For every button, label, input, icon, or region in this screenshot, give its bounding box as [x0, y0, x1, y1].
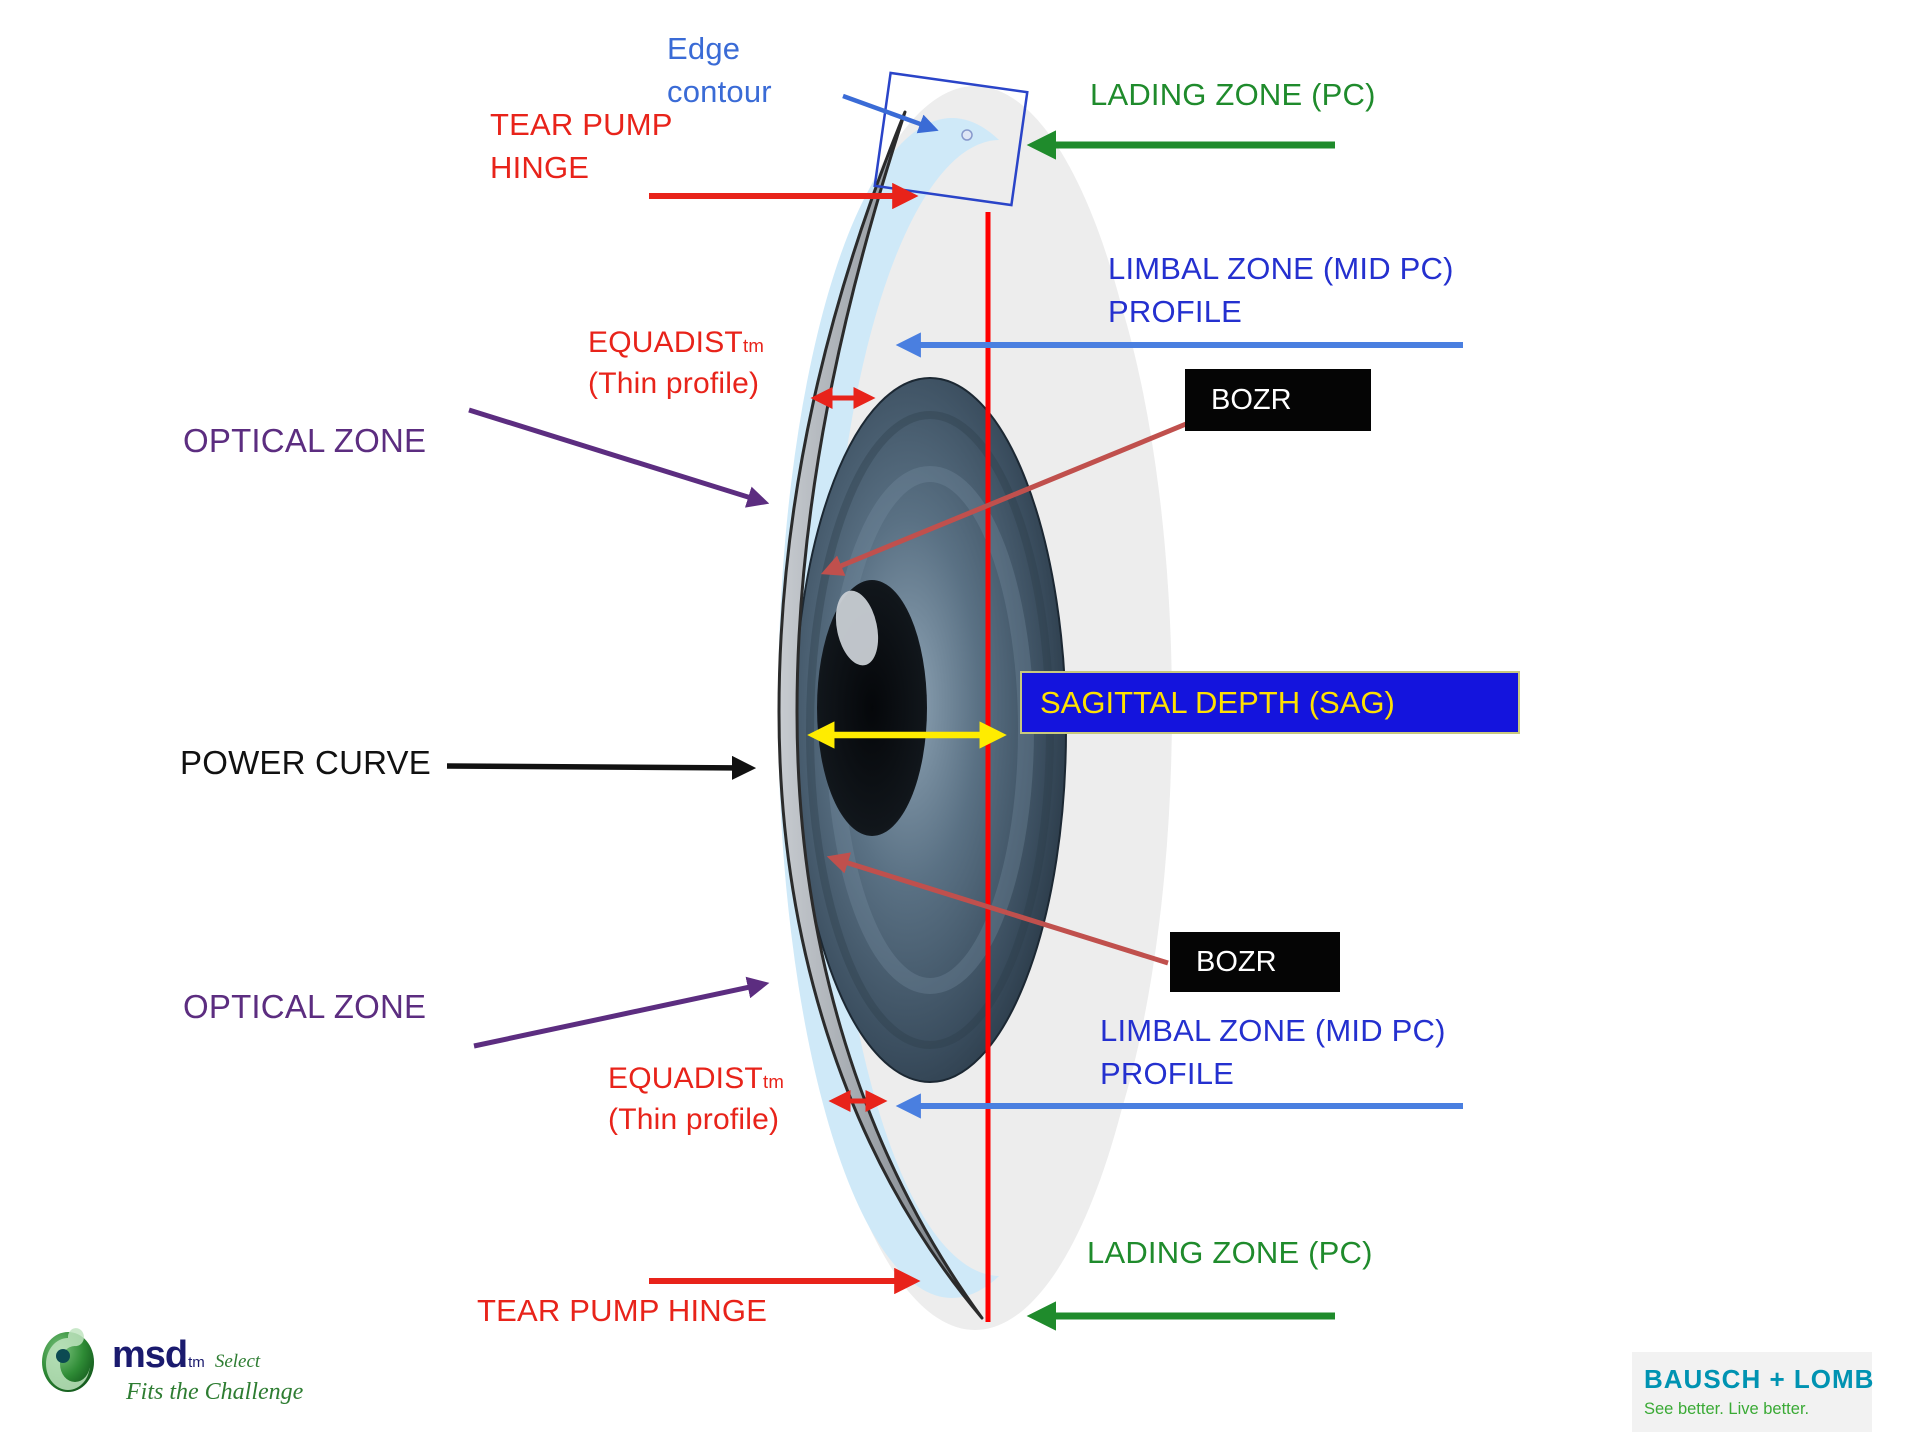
equadist-bottom-label: EQUADISTtm (Thin profile) [608, 1058, 784, 1141]
equadist-top-sub: (Thin profile) [588, 367, 760, 401]
tear-pump-hinge-top-label: TEAR PUMP HINGE [490, 107, 673, 185]
optical-zone-top-label: OPTICAL ZONE [183, 422, 427, 459]
msd-logo-select: Select [214, 1351, 261, 1372]
optical-zone-top-arrow [468, 407, 770, 508]
msd-logo-name: msd [112, 1334, 188, 1376]
bausch-lomb-logo: BAUSCH + LOMB See better. Live better. [1632, 1352, 1875, 1432]
bozr-bottom-box: BOZR [1170, 932, 1340, 992]
pupil-highlight [835, 590, 879, 666]
tear-pump-hinge-bottom-label: TEAR PUMP HINGE [477, 1293, 768, 1328]
optical-zone-bottom-label: OPTICAL ZONE [183, 988, 427, 1025]
bozr-top-arrow [820, 421, 1187, 576]
equadist-bottom-name: EQUADIST [608, 1062, 763, 1095]
equadist-top-label: EQUADISTtm (Thin profile) [588, 322, 764, 405]
limbal-zone-bottom-line1: LIMBAL ZONE (MID PC) [1100, 1013, 1446, 1048]
equadist-bottom-tm: tm [762, 1071, 785, 1092]
power-curve-label: POWER CURVE [180, 744, 431, 781]
bozr-bottom-arrow [826, 852, 1169, 966]
limbal-zone-top-line2: PROFILE [1108, 293, 1243, 329]
limbal-zone-top-label: LIMBAL ZONE (MID PC) PROFILE [1108, 248, 1454, 334]
equadist-top-tm: tm [742, 335, 765, 356]
bausch-lomb-tagline: See better. Live better. [1644, 1400, 1810, 1418]
limbal-zone-bottom-label: LIMBAL ZONE (MID PC) PROFILE [1100, 1010, 1446, 1096]
limbal-zone-bottom-line2: PROFILE [1100, 1055, 1235, 1091]
equadist-top-name: EQUADIST [588, 326, 743, 359]
contact-lens-profile [777, 110, 984, 1320]
equadist-bottom-sub: (Thin profile) [608, 1103, 780, 1137]
optical-zone-bottom-arrow [473, 976, 770, 1049]
msd-logo-icon [42, 1328, 94, 1392]
edge-contour-box [873, 71, 1029, 207]
bausch-lomb-name: BAUSCH + LOMB [1644, 1364, 1875, 1394]
bozr-top-box: BOZR [1185, 369, 1371, 431]
edge-contour-label: Edge contour [667, 31, 772, 109]
lading-zone-top-label: LADING ZONE (PC) [1090, 77, 1376, 112]
msd-logo-tm: tm [188, 1354, 205, 1371]
annotation-arrows [446, 93, 1463, 1331]
sagittal-depth-box: SAGITTAL DEPTH (SAG) [1020, 671, 1520, 734]
limbal-zone-top-line1: LIMBAL ZONE (MID PC) [1108, 251, 1454, 286]
msd-logo: msd tm Select Fits the Challenge [104, 1334, 303, 1406]
lading-zone-bottom-label: LADING ZONE (PC) [1087, 1235, 1373, 1270]
power-curve-arrow [446, 755, 757, 780]
edge-contour-arrow [842, 93, 939, 134]
msd-logo-tagline: Fits the Challenge [126, 1379, 304, 1405]
edge-contour-handle [961, 129, 973, 141]
